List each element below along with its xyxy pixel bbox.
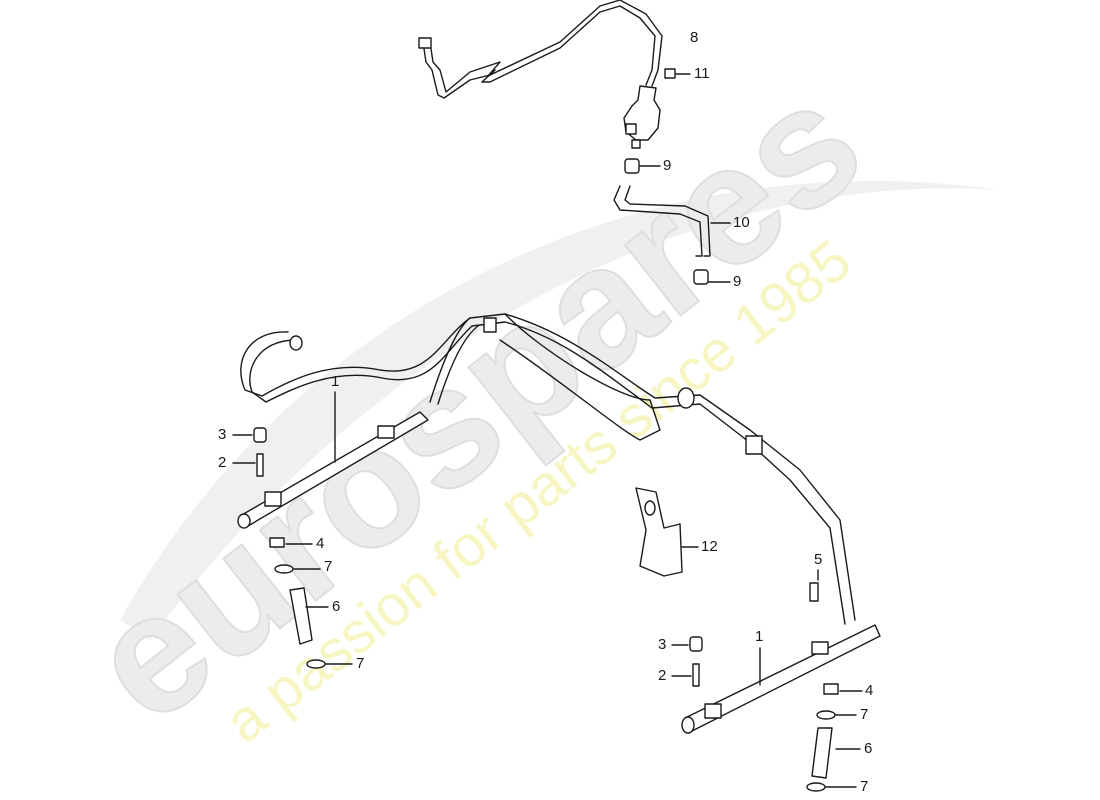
callout-part-9-lower: 9 xyxy=(733,273,742,290)
left-injector-stack xyxy=(232,427,353,669)
callout-part-7-left-b: 7 xyxy=(356,655,365,672)
callout-part-5: 5 xyxy=(814,551,823,568)
cap-part-3 xyxy=(689,636,703,652)
hose-part-10 xyxy=(613,185,731,257)
clip-part-4 xyxy=(269,537,285,548)
valve-part-2 xyxy=(256,453,264,477)
fuel-rail-left-part-1 xyxy=(237,391,429,529)
injector-part-6 xyxy=(289,587,313,645)
clip-nut-part-11 xyxy=(664,68,691,79)
callout-part-10: 10 xyxy=(733,214,750,231)
valve-part-2 xyxy=(692,663,700,687)
hose-clamp-part-9-lower xyxy=(693,269,731,285)
callout-part-12: 12 xyxy=(701,538,718,555)
callout-part-3-right: 3 xyxy=(658,636,667,653)
callout-part-2-left: 2 xyxy=(218,454,227,471)
bolt-part-5 xyxy=(809,582,819,602)
o-ring-part-7 xyxy=(816,710,836,720)
callout-part-9-upper: 9 xyxy=(663,157,672,174)
o-ring-part-7 xyxy=(274,564,294,574)
callout-part-7-right-a: 7 xyxy=(860,706,869,723)
callout-part-3-left: 3 xyxy=(218,426,227,443)
vent-line-part-8 xyxy=(418,0,663,149)
bracket-part-12 xyxy=(635,487,699,577)
callout-part-8: 8 xyxy=(690,29,699,46)
injector-part-6 xyxy=(811,727,833,779)
callout-part-11: 11 xyxy=(694,65,710,82)
callout-part-6-right: 6 xyxy=(864,740,873,757)
hose-clamp-part-9-upper xyxy=(624,158,661,174)
callout-part-6-left: 6 xyxy=(332,598,341,615)
fuel-line xyxy=(240,313,856,625)
o-ring-part-7 xyxy=(806,782,826,792)
callout-part-7-right-b: 7 xyxy=(860,778,869,795)
callout-part-1-left: 1 xyxy=(331,373,340,390)
cap-part-3 xyxy=(253,427,267,443)
callout-part-1-right: 1 xyxy=(755,628,764,645)
clip-part-4 xyxy=(823,683,839,695)
callout-part-7-left-a: 7 xyxy=(324,558,333,575)
callout-part-4-left: 4 xyxy=(316,535,325,552)
o-ring-part-7 xyxy=(306,659,326,669)
callout-part-2-right: 2 xyxy=(658,667,667,684)
callout-part-4-right: 4 xyxy=(865,682,874,699)
fuel-rail-right-part-1 xyxy=(681,624,881,734)
right-injector-stack xyxy=(671,569,863,792)
